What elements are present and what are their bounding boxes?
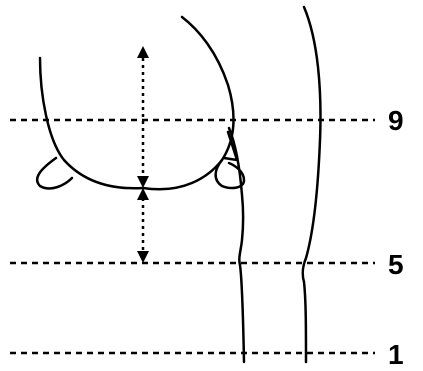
torso-outline xyxy=(40,17,234,189)
back-leg-outline xyxy=(303,7,321,362)
level-1-label: 1 xyxy=(388,339,404,370)
upper-arrow-bottom-head xyxy=(137,176,149,188)
upper-arrow-top-head xyxy=(137,46,149,58)
level-9-label: 9 xyxy=(388,105,404,136)
lower-arrow-bottom-head xyxy=(137,251,149,263)
level-5-label: 5 xyxy=(388,249,404,280)
